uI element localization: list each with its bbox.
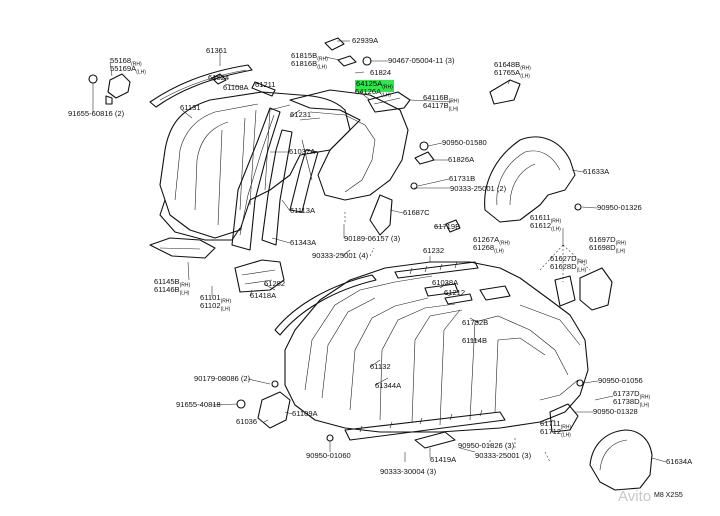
part-label: 61131 <box>180 103 201 112</box>
part-label: 62939A <box>352 36 379 45</box>
watermark: Avito <box>618 488 652 505</box>
part-label: 61114B <box>462 336 488 345</box>
part-label: 61698D(LH) <box>589 243 626 255</box>
part-label: 55169A(LH) <box>110 64 146 76</box>
part-label: 61038A <box>432 278 459 287</box>
part-label: 61824 <box>208 73 230 82</box>
part-label: 61697D(RH) <box>589 235 627 247</box>
part-label: 61268(LH) <box>473 243 504 255</box>
part-label: 61108A <box>223 83 249 92</box>
part-label: 90950-01326 <box>597 203 642 212</box>
part-label: 61036 <box>236 417 258 426</box>
part-label: 61102(LH) <box>200 301 231 313</box>
part-label: 55168(RH) <box>110 56 142 68</box>
part-label: 61231 <box>290 110 312 119</box>
part-label: 61211 <box>255 80 276 89</box>
part-label: 61731B <box>449 174 476 183</box>
part-label: 61113A <box>290 206 316 215</box>
part-label: 61282 <box>264 279 286 288</box>
part-label: 61815B(RH) <box>291 51 328 63</box>
part-label: 61267A(RH) <box>473 235 510 247</box>
part-label: 61633A <box>583 167 610 176</box>
part-label: 91655-40818 <box>176 400 221 409</box>
part-label: 61824 <box>370 68 392 77</box>
part-label: 61145B(RH) <box>154 277 191 289</box>
part-label: 61419A <box>430 455 457 464</box>
part-label: 61627D(RH) <box>550 254 588 266</box>
part-label: 61687C <box>403 208 430 217</box>
part-label: 61232 <box>423 246 445 255</box>
part-label: 90950-01826 (3) <box>458 441 515 450</box>
part-label: 61826A <box>448 155 475 164</box>
part-label: 64126A(LH) <box>355 87 391 99</box>
part-label: 61109A <box>292 409 318 418</box>
part-label: 61146B(LH) <box>154 285 190 297</box>
part-label: 91655-60816 (2) <box>68 109 125 118</box>
part-label: 90333-25001 (2) <box>450 184 507 193</box>
part-label: 61738D(LH) <box>613 397 650 409</box>
part-label: 61212 <box>444 288 466 297</box>
part-label: 61719B <box>434 222 461 231</box>
part-label: 90950-01060 <box>306 451 351 460</box>
part-label: 90950-01056 <box>598 376 643 385</box>
part-label: 61732B <box>462 318 489 327</box>
part-label: 90333-25001 (4) <box>312 251 369 260</box>
part-label: 61816B(LH) <box>291 59 327 71</box>
part-label: 61611(RH) <box>530 213 562 225</box>
part-label: 61361 <box>206 46 228 55</box>
part-label: 61628D(LH) <box>550 262 587 274</box>
part-label: 64116B(RH) <box>423 93 460 105</box>
part-label: 64117B(LH) <box>423 101 459 113</box>
part-label: 61648B(RH) <box>494 60 531 72</box>
part-label: 90179-08086 (2) <box>194 374 251 383</box>
part-label: 61737D(RH) <box>613 389 651 401</box>
diagram-code: M8 X2S5 <box>654 492 683 499</box>
part-label: 61418A <box>250 291 277 300</box>
part-label: 61612(LH) <box>530 221 561 233</box>
part-label-highlighted: 64125A(RH) <box>355 79 394 92</box>
part-label: 61344A <box>375 381 402 390</box>
part-label: 61132 <box>370 362 391 371</box>
part-label: 90189-06157 (3) <box>344 234 401 243</box>
part-label: 61765A(LH) <box>494 68 530 80</box>
part-label: 61711(RH) <box>540 419 572 431</box>
part-label: 61634A <box>666 457 693 466</box>
part-label: 61037A <box>289 147 316 156</box>
part-label: 61101(RH) <box>200 293 232 305</box>
part-label: 90950-01580 <box>442 138 487 147</box>
part-label: 61712(LH) <box>540 427 571 439</box>
part-label: 61343A <box>290 238 317 247</box>
part-label: 90333-30004 (3) <box>380 467 437 476</box>
part-label: 90333-25001 (3) <box>475 451 532 460</box>
part-label: 90467-05004-11 (3) <box>388 56 455 65</box>
part-label: 90950-01328 <box>593 407 638 416</box>
